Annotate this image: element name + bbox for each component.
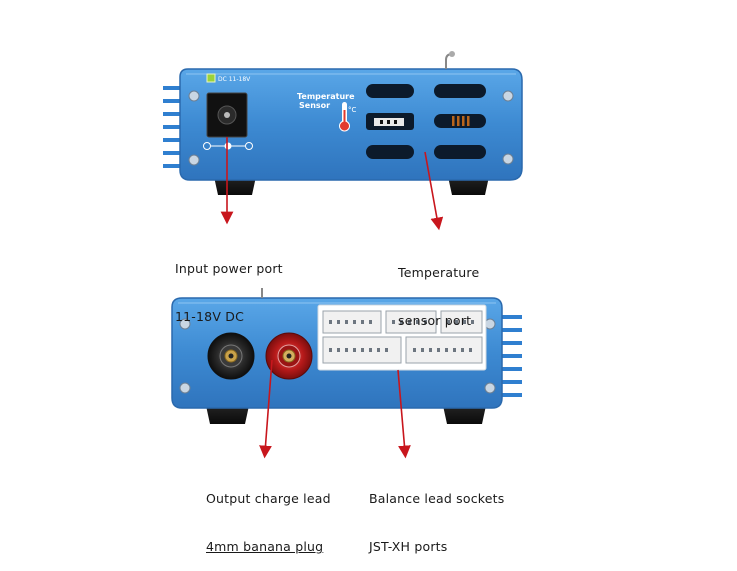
- top-vents: [366, 84, 486, 159]
- output-lead-arrow: [259, 359, 273, 459]
- input-power-line2: 11-18V DC: [175, 309, 244, 324]
- top-screws: [188, 90, 514, 166]
- dc-indicator-square: [206, 73, 216, 83]
- thermometer-icon: [339, 102, 350, 132]
- bottom-right-fins: [500, 315, 522, 397]
- bottom-charger-end: [171, 288, 522, 424]
- top-charger-end: DC 11-18V Temperature Sensor °C: [163, 51, 523, 195]
- charger-photo: DC 11-18V Temperature Sensor °C: [163, 51, 523, 554]
- temp-label-line2: Sensor: [299, 101, 330, 110]
- temp-sensor-line1: Temperature: [398, 265, 480, 280]
- output-lead-caption: Output charge lead 4mm banana plug: [206, 459, 331, 571]
- balance-line1: Balance lead sockets: [369, 491, 505, 506]
- positive-banana-socket[interactable]: [265, 332, 313, 380]
- input-power-line1: Input power port: [175, 261, 283, 276]
- temp-sensor-caption: Temperature sensor port: [398, 233, 479, 345]
- dc-input-jack[interactable]: [206, 92, 248, 138]
- bottom-screws: [179, 318, 496, 394]
- degree-symbol: °C: [348, 106, 357, 114]
- balance-arrow: [397, 369, 411, 459]
- output-lead-line2: 4mm banana plug: [206, 539, 324, 554]
- internal-coil: [452, 116, 470, 126]
- balance-socket-pins: [329, 320, 474, 352]
- negative-banana-socket[interactable]: [207, 332, 255, 380]
- temp-sensor-arrow: [424, 151, 444, 231]
- dc-label: DC 11-18V: [218, 76, 251, 83]
- temp-label-line1: Temperature: [297, 92, 355, 101]
- input-power-caption: Input power port 11-18V DC: [175, 229, 283, 341]
- output-lead-line1: Output charge lead: [206, 491, 331, 506]
- temperature-sensor-socket[interactable]: [366, 113, 414, 130]
- balance-line2: JST-XH ports: [369, 539, 448, 554]
- top-left-fins: [163, 86, 185, 168]
- temp-sensor-line2: sensor port: [398, 313, 472, 328]
- balance-caption: Balance lead sockets JST-XH ports: [369, 459, 505, 571]
